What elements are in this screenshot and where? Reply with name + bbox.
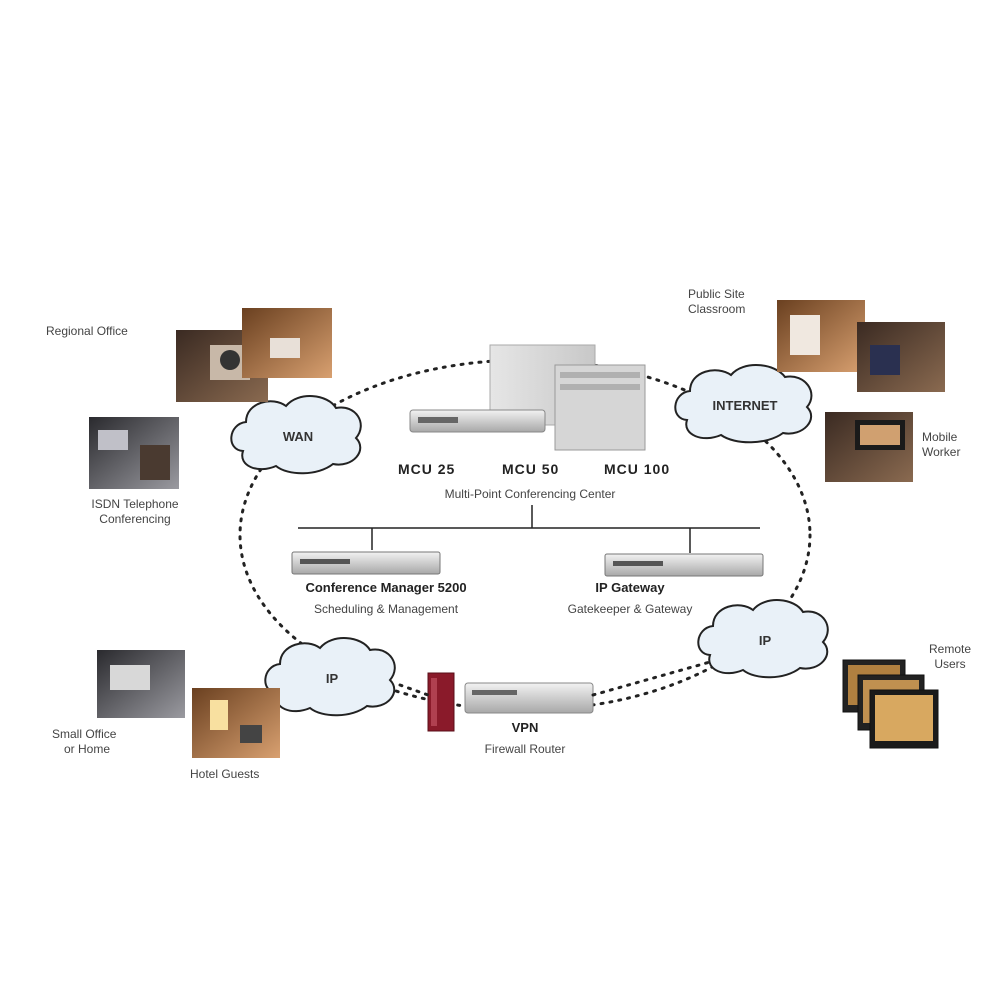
label-public-site: Public Site Classroom bbox=[688, 287, 745, 317]
label-mcu-2: MCU 50 bbox=[502, 461, 560, 477]
label-isdn-conferencing: ISDN Telephone Conferencing bbox=[70, 497, 200, 527]
photo-remote-users bbox=[842, 659, 939, 749]
conference-manager-device bbox=[291, 551, 441, 575]
label-small-office-line2: or Home bbox=[64, 742, 111, 756]
vpn-device bbox=[464, 682, 594, 714]
label-scheduling: Scheduling & Management bbox=[313, 602, 459, 616]
cloud-wan-label: WAN bbox=[283, 429, 313, 444]
ip-gateway-device bbox=[604, 553, 764, 577]
cloud-ip-right: IP bbox=[697, 599, 829, 679]
label-hotel: Hotel Guests bbox=[190, 767, 260, 781]
label-public-site-line1: Public Site bbox=[688, 287, 745, 301]
label-mobile-line1: Mobile bbox=[922, 430, 958, 444]
label-mcu-3: MCU 100 bbox=[604, 461, 671, 477]
label-mcu-1: MCU 25 bbox=[398, 461, 456, 477]
label-small-office-line1: Small Office bbox=[52, 727, 117, 741]
label-remote-line1: Remote bbox=[928, 642, 972, 656]
photo-small-office bbox=[97, 650, 185, 718]
cloud-internet-label: INTERNET bbox=[713, 398, 778, 413]
photo-public-site bbox=[777, 300, 945, 392]
label-isdn-line2: Conferencing bbox=[99, 512, 171, 526]
photo-hotel bbox=[192, 688, 280, 758]
cloud-internet: INTERNET bbox=[674, 364, 813, 444]
label-public-site-line2: Classroom bbox=[688, 302, 746, 316]
firewall-device bbox=[427, 672, 455, 732]
photo-mobile-worker bbox=[825, 412, 913, 482]
label-conferencing-center: Multi-Point Conferencing Center bbox=[444, 487, 616, 501]
label-vpn: VPN bbox=[511, 720, 539, 735]
mcu-server-stack bbox=[409, 344, 646, 451]
cloud-ip-left: IP bbox=[264, 637, 396, 717]
label-mobile-worker: Mobile Worker bbox=[922, 430, 960, 460]
label-mobile-line2: Worker bbox=[922, 445, 961, 459]
cloud-ip-right-label: IP bbox=[759, 633, 772, 648]
label-remote-users: Remote Users bbox=[910, 642, 990, 672]
label-regional-office: Regional Office bbox=[46, 324, 128, 338]
label-conference-manager: Conference Manager 5200 bbox=[305, 580, 467, 595]
cloud-ip-left-label: IP bbox=[326, 671, 339, 686]
label-small-office: Small Office or Home bbox=[52, 727, 116, 757]
label-firewall-router: Firewall Router bbox=[484, 742, 566, 756]
photo-regional-office bbox=[176, 308, 332, 402]
label-ip-gateway: IP Gateway bbox=[595, 580, 665, 595]
label-isdn-line1: ISDN Telephone bbox=[91, 497, 179, 511]
photo-isdn-conferencing bbox=[89, 417, 179, 489]
cloud-wan: WAN bbox=[230, 395, 362, 475]
label-remote-line2: Users bbox=[934, 657, 966, 671]
label-gatekeeper: Gatekeeper & Gateway bbox=[567, 602, 693, 616]
